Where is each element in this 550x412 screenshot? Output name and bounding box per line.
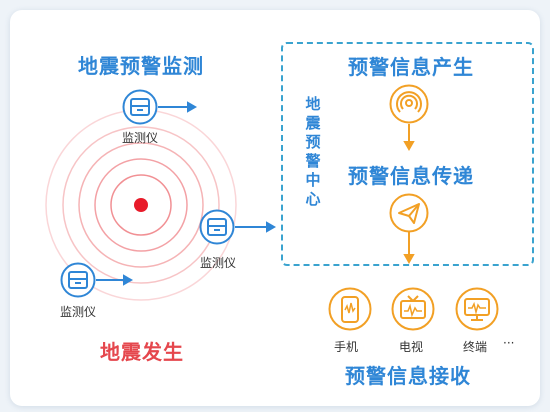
wave-ring (78, 142, 204, 268)
receive-title: 预警信息接收 (345, 364, 471, 388)
transmit-title: 预警信息传递 (348, 164, 474, 188)
wave-ring (62, 126, 220, 284)
more-ellipsis: ··· (503, 336, 515, 350)
tv-icon (391, 287, 435, 331)
broadcast-icon (389, 84, 429, 124)
send-icon (389, 193, 429, 233)
sensor-icon (122, 89, 158, 125)
warning-center-box (281, 42, 534, 266)
generate-title: 预警信息产生 (348, 55, 474, 79)
sensor-label: 监测仪 (122, 131, 159, 145)
sensor-label: 监测仪 (60, 305, 97, 319)
device-label: 手机 (334, 340, 359, 354)
wave-ring (110, 174, 172, 236)
monitor-icon (455, 287, 499, 331)
diagram-card (10, 10, 540, 406)
device-label: 电视 (399, 340, 424, 354)
warning-center-label: 地震预警中心 (305, 95, 321, 208)
wave-ring (94, 158, 188, 252)
epicenter-dot (134, 198, 148, 212)
device-label: 终端 (463, 340, 488, 354)
phone-icon (328, 287, 372, 331)
sensor-icon (199, 209, 235, 245)
earthquake-title: 地震发生 (100, 340, 184, 364)
sensor-label: 监测仪 (200, 256, 237, 270)
monitoring-title: 地震预警监测 (78, 54, 204, 78)
sensor-icon (60, 262, 96, 298)
